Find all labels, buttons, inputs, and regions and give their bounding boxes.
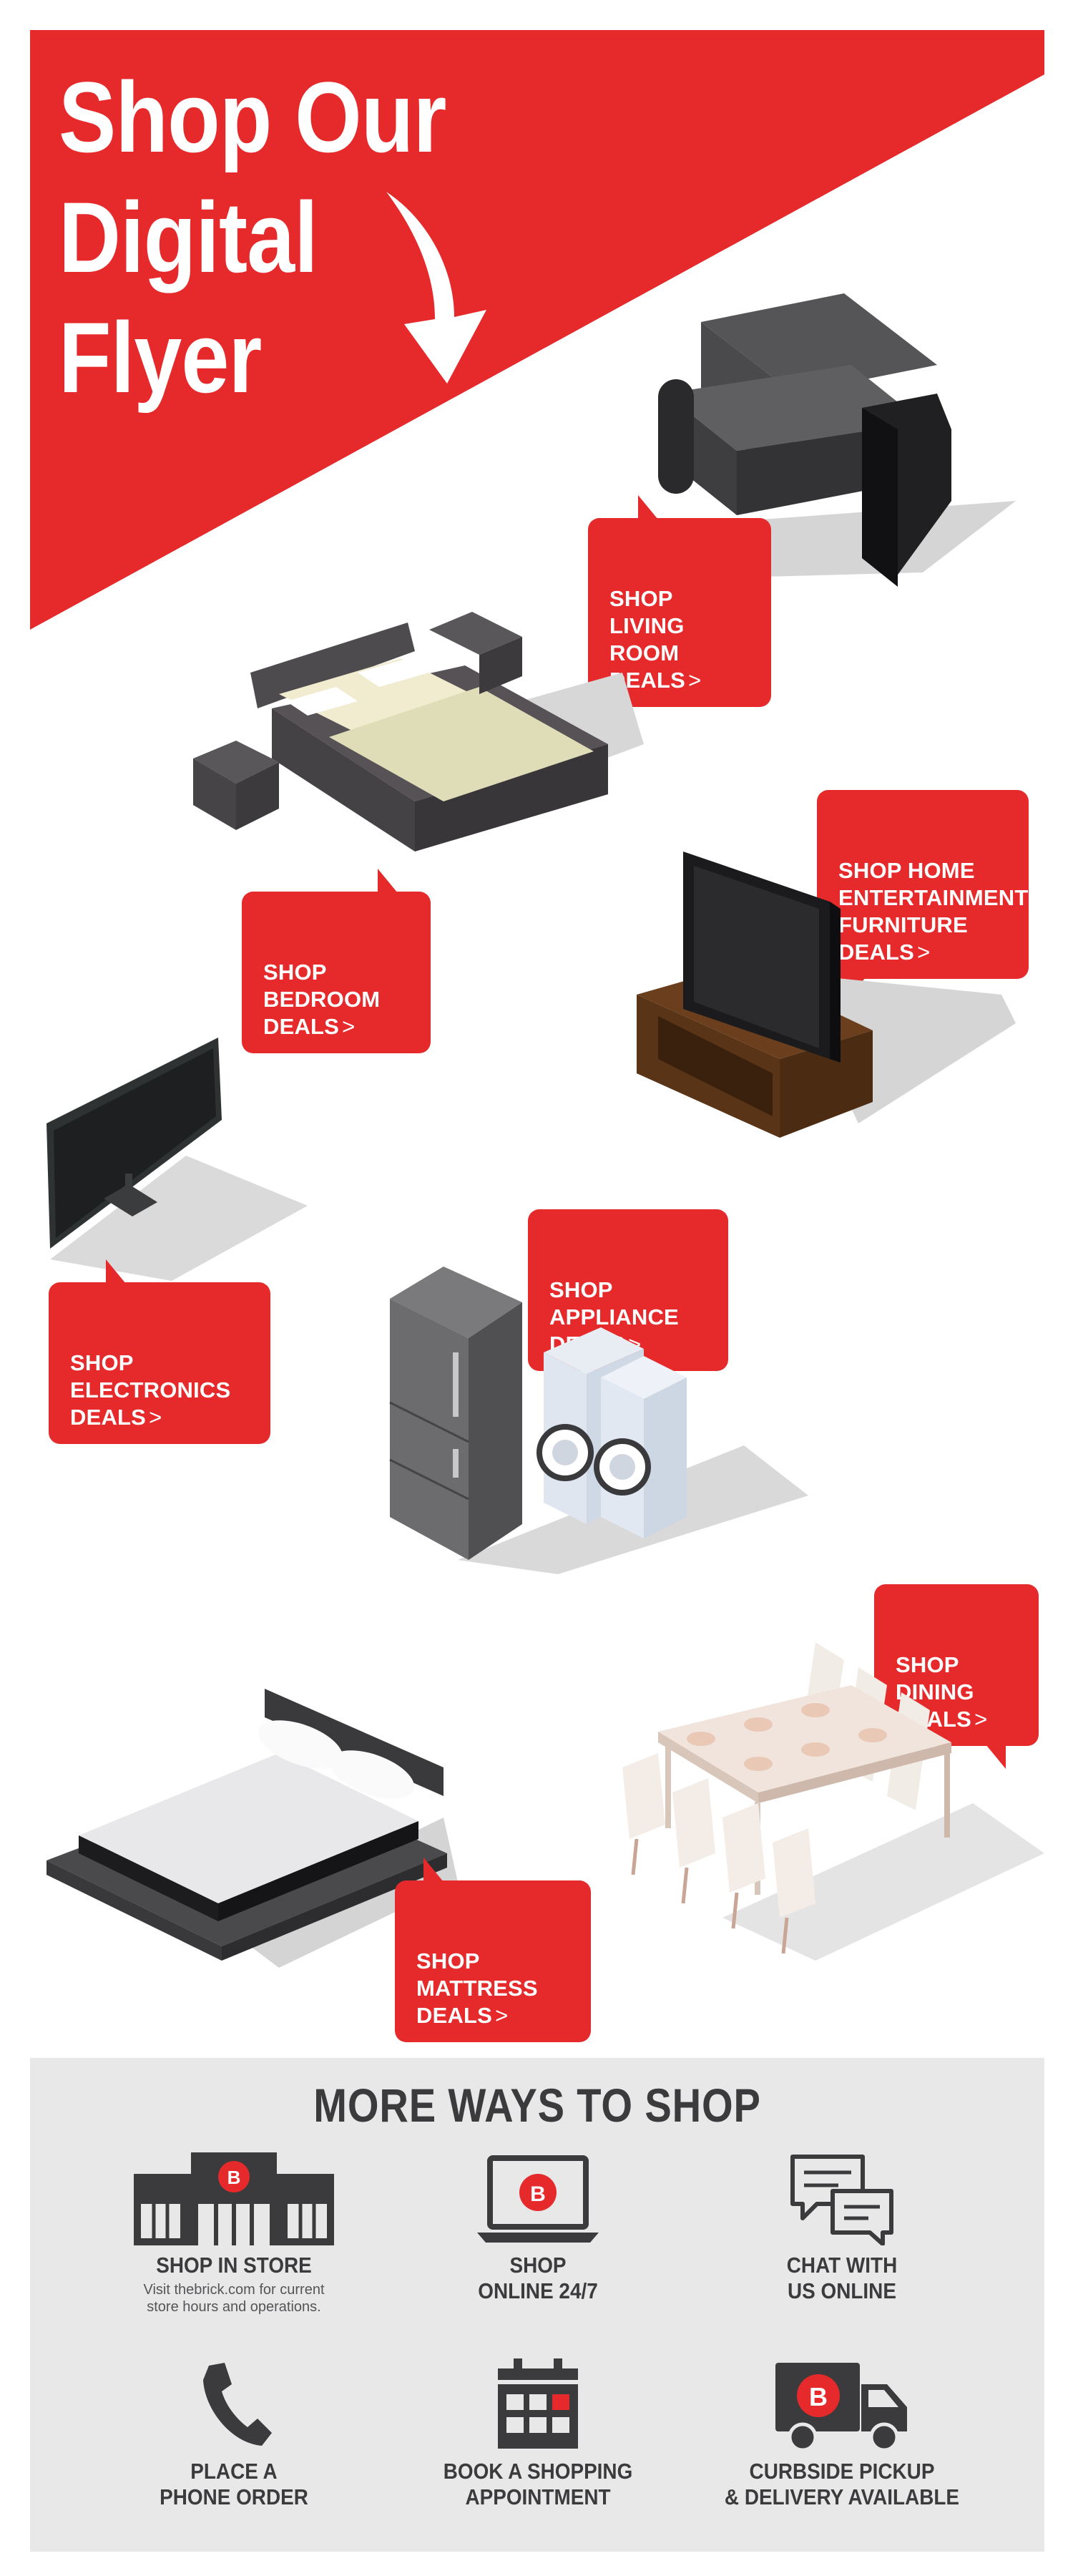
down-arrow-icon (386, 192, 486, 384)
more-ways-panel: MORE WAYS TO SHOP B SHOP IN STORE Visit … (30, 2058, 1044, 2552)
chevron-right-icon: > (149, 1405, 162, 1430)
hero-banner-triangle (30, 30, 1044, 630)
truck-icon: B (775, 2363, 907, 2451)
shop-bedroom-deals-button[interactable]: SHOP BEDROOM DEALS> (242, 869, 431, 1053)
more-ways-title: MORE WAYS TO SHOP (313, 2079, 761, 2132)
shop-electronics-deals-label: SHOP ELECTRONICS DEALS (70, 1350, 231, 1430)
shop-bedroom-deals-label: SHOP BEDROOM DEALS (263, 960, 381, 1039)
shop-online-label: SHOP ONLINE 24/7 (478, 2253, 598, 2303)
mattress-bed-illustration (46, 1689, 458, 1968)
phone-order-label: PLACE A PHONE ORDER (160, 2459, 308, 2509)
shop-online-option[interactable]: B SHOP ONLINE 24/7 (388, 2152, 688, 2304)
chat-icon (790, 2155, 893, 2245)
chat-online-option[interactable]: CHAT WITH US ONLINE (692, 2152, 992, 2304)
shop-in-store-label: SHOP IN STORE (156, 2253, 312, 2278)
svg-text:B: B (227, 2167, 241, 2188)
chevron-right-icon: > (342, 1014, 356, 1039)
store-icon: B (134, 2152, 334, 2245)
chat-online-label: CHAT WITH US ONLINE (786, 2253, 898, 2303)
curbside-delivery-label: CURBSIDE PICKUP & DELIVERY AVAILABLE (724, 2459, 960, 2509)
shop-in-store-subtext: Visit thebrick.com for current store hou… (143, 2282, 325, 2315)
shop-mattress-deals-button[interactable]: SHOP MATTRESS DEALS> (395, 1858, 591, 2042)
tv-stand-illustration (637, 852, 1016, 1138)
book-appointment-label: BOOK A SHOPPING APPOINTMENT (443, 2459, 633, 2509)
chevron-right-icon: > (495, 2003, 509, 2028)
television-illustration (46, 1038, 308, 1281)
laptop-icon: B (477, 2155, 599, 2243)
chevron-right-icon: > (974, 1707, 988, 1732)
chevron-right-icon: > (688, 668, 702, 693)
chevron-right-icon: > (917, 940, 931, 965)
dining-set-illustration (622, 1642, 1044, 1961)
shop-home-entertainment-deals-label: SHOP HOME ENTERTAINMENT FURNITURE DEALS (838, 858, 1029, 965)
bedroom-set-illustration (193, 612, 644, 852)
appliances-illustration (389, 1267, 808, 1574)
shop-in-store-option[interactable]: B SHOP IN STORE Visit thebrick.com for c… (84, 2152, 384, 2316)
calendar-icon (498, 2358, 578, 2449)
svg-text:B: B (809, 2382, 828, 2411)
shop-mattress-deals-label: SHOP MATTRESS DEALS (416, 1948, 538, 2028)
book-appointment-option[interactable]: BOOK A SHOPPING APPOINTMENT (388, 2358, 688, 2510)
phone-order-option[interactable]: PLACE A PHONE ORDER (84, 2358, 384, 2510)
shop-home-entertainment-deals-button[interactable]: SHOP HOME ENTERTAINMENT FURNITURE DEALS> (817, 790, 1029, 1002)
shop-electronics-deals-button[interactable]: SHOP ELECTRONICS DEALS> (49, 1259, 270, 1444)
curbside-delivery-option[interactable]: B CURBSIDE PICKUP & DELIVERY AVAILABLE (692, 2358, 992, 2510)
hero-title: Shop Our Digital Flyer (59, 61, 446, 414)
phone-icon (203, 2363, 272, 2446)
svg-text:B: B (530, 2182, 546, 2206)
